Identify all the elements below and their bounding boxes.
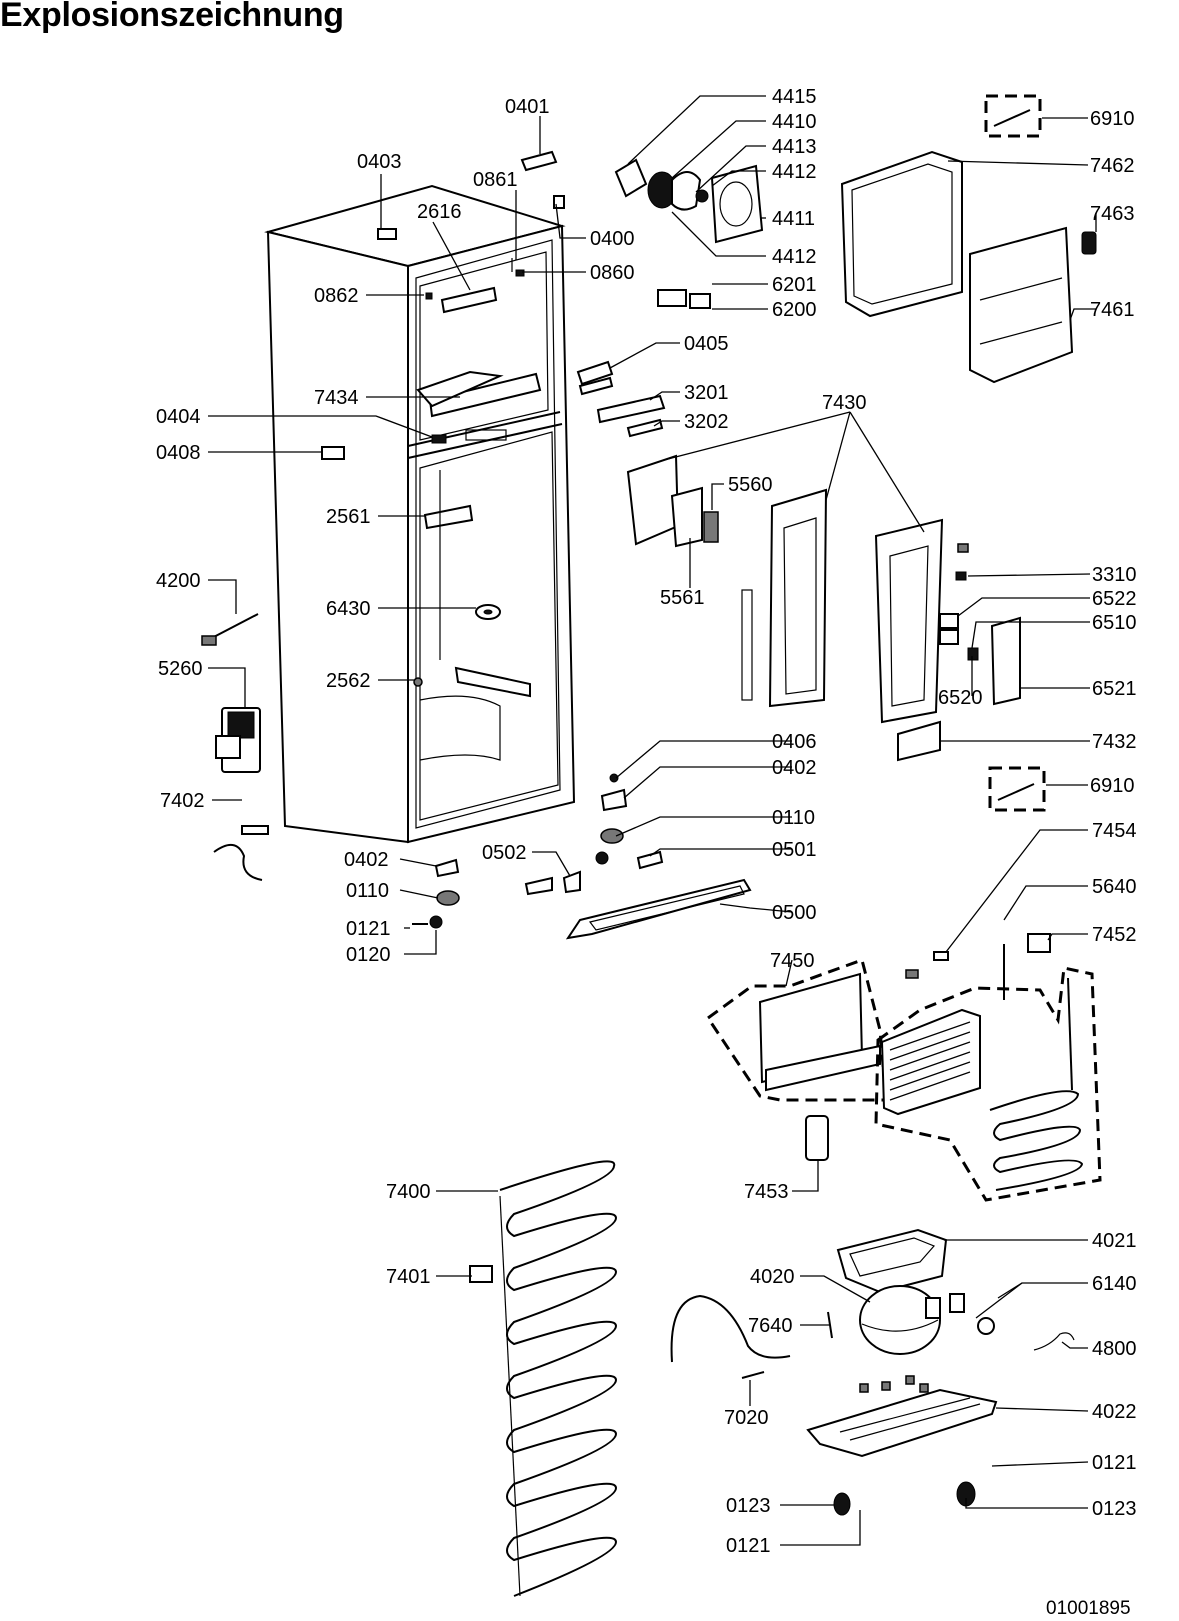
part-label-0408: 0408: [156, 442, 201, 464]
part-label-6510: 6510: [1092, 612, 1137, 634]
part-label-7463: 7463: [1090, 203, 1135, 225]
fridge-cabinet: [213, 184, 576, 881]
part-label-7400: 7400: [386, 1181, 431, 1203]
page-title: Explosionszeichnung: [0, 0, 344, 34]
part-label-4413: 4413: [772, 136, 817, 158]
part-label-6200: 6200: [772, 299, 817, 321]
part-label-4415: 4415: [772, 86, 817, 108]
part-label-6910-top: 6910: [1090, 108, 1135, 130]
part-label-4021: 4021: [1092, 1230, 1137, 1252]
part-label-4200: 4200: [156, 570, 201, 592]
part-label-7640: 7640: [748, 1315, 793, 1337]
part-label-6520: 6520: [938, 687, 983, 709]
evaporator-cover: [657, 94, 1097, 384]
left-loose-parts: [201, 613, 261, 773]
part-label-0120: 0120: [346, 944, 391, 966]
part-label-6521: 6521: [1092, 678, 1137, 700]
wire-condenser: [469, 1160, 618, 1597]
part-label-0402-left: 0402: [344, 849, 389, 871]
part-label-0121-bottom: 0121: [726, 1535, 771, 1557]
part-label-7434: 7434: [314, 387, 359, 409]
compressor-assembly: [670, 1228, 1075, 1516]
part-label-0405: 0405: [684, 333, 729, 355]
document-number: 01001895: [1046, 1598, 1131, 1619]
part-label-4800: 4800: [1092, 1338, 1137, 1360]
part-label-7462: 7462: [1090, 155, 1135, 177]
part-label-5561: 5561: [660, 587, 705, 609]
part-label-0860: 0860: [590, 262, 635, 284]
part-label-7402: 7402: [160, 790, 205, 812]
part-label-7461: 7461: [1090, 299, 1135, 321]
part-label-0121-right: 0121: [1092, 1452, 1137, 1474]
part-label-0501: 0501: [772, 839, 817, 861]
part-label-4022: 4022: [1092, 1401, 1137, 1423]
part-label-0502: 0502: [482, 842, 527, 864]
part-label-6140: 6140: [1092, 1273, 1137, 1295]
part-label-0401: 0401: [505, 96, 550, 118]
part-label-6910-bottom: 6910: [1090, 775, 1135, 797]
part-label-7432: 7432: [1092, 731, 1137, 753]
part-label-7450: 7450: [770, 950, 815, 972]
part-label-5260: 5260: [158, 658, 203, 680]
part-label-7020: 7020: [724, 1407, 769, 1429]
part-label-0862: 0862: [314, 285, 359, 307]
part-label-6430: 6430: [326, 598, 371, 620]
leader-lines: [208, 95, 1097, 1546]
condenser-assembly: [705, 958, 1102, 1202]
part-label-4410: 4410: [772, 111, 817, 133]
part-label-0400: 0400: [590, 228, 635, 250]
part-label-0861: 0861: [473, 169, 518, 191]
part-label-6201: 6201: [772, 274, 817, 296]
part-label-4020: 4020: [750, 1266, 795, 1288]
part-label-3201: 3201: [684, 382, 729, 404]
part-label-7454: 7454: [1092, 820, 1137, 842]
hinges-and-feet: [412, 773, 1051, 1000]
part-label-2616: 2616: [417, 201, 462, 223]
part-label-4412-bottom: 4412: [772, 246, 817, 268]
part-label-3310: 3310: [1092, 564, 1137, 586]
part-label-0404: 0404: [156, 406, 201, 428]
air-duct-assembly: [576, 360, 1046, 812]
part-label-7430: 7430: [822, 392, 867, 414]
part-label-0110-left: 0110: [346, 880, 389, 902]
part-label-3202: 3202: [684, 411, 729, 433]
part-number-labels: 0401 0403 0861 2616 0400 0860 0862 7434 …: [156, 86, 1137, 1557]
part-label-7452: 7452: [1092, 924, 1137, 946]
part-label-0110-right: 0110: [772, 807, 815, 829]
part-label-7401: 7401: [386, 1266, 431, 1288]
part-label-0123-left: 0123: [726, 1495, 771, 1517]
part-label-0403: 0403: [357, 151, 402, 173]
part-label-0500: 0500: [772, 902, 817, 924]
part-label-2561: 2561: [326, 506, 371, 528]
part-label-7453: 7453: [744, 1181, 789, 1203]
part-label-4411: 4411: [772, 208, 815, 230]
part-label-0123-right: 0123: [1092, 1498, 1137, 1520]
fan-assembly: [520, 150, 764, 244]
part-label-0402-right: 0402: [772, 757, 817, 779]
part-label-6522: 6522: [1092, 588, 1137, 610]
part-label-0121-left: 0121: [346, 918, 391, 940]
part-label-2562: 2562: [326, 670, 371, 692]
part-label-0406: 0406: [772, 731, 817, 753]
part-label-5560: 5560: [728, 474, 773, 496]
part-label-5640: 5640: [1092, 876, 1137, 898]
part-label-4412-top: 4412: [772, 161, 817, 183]
